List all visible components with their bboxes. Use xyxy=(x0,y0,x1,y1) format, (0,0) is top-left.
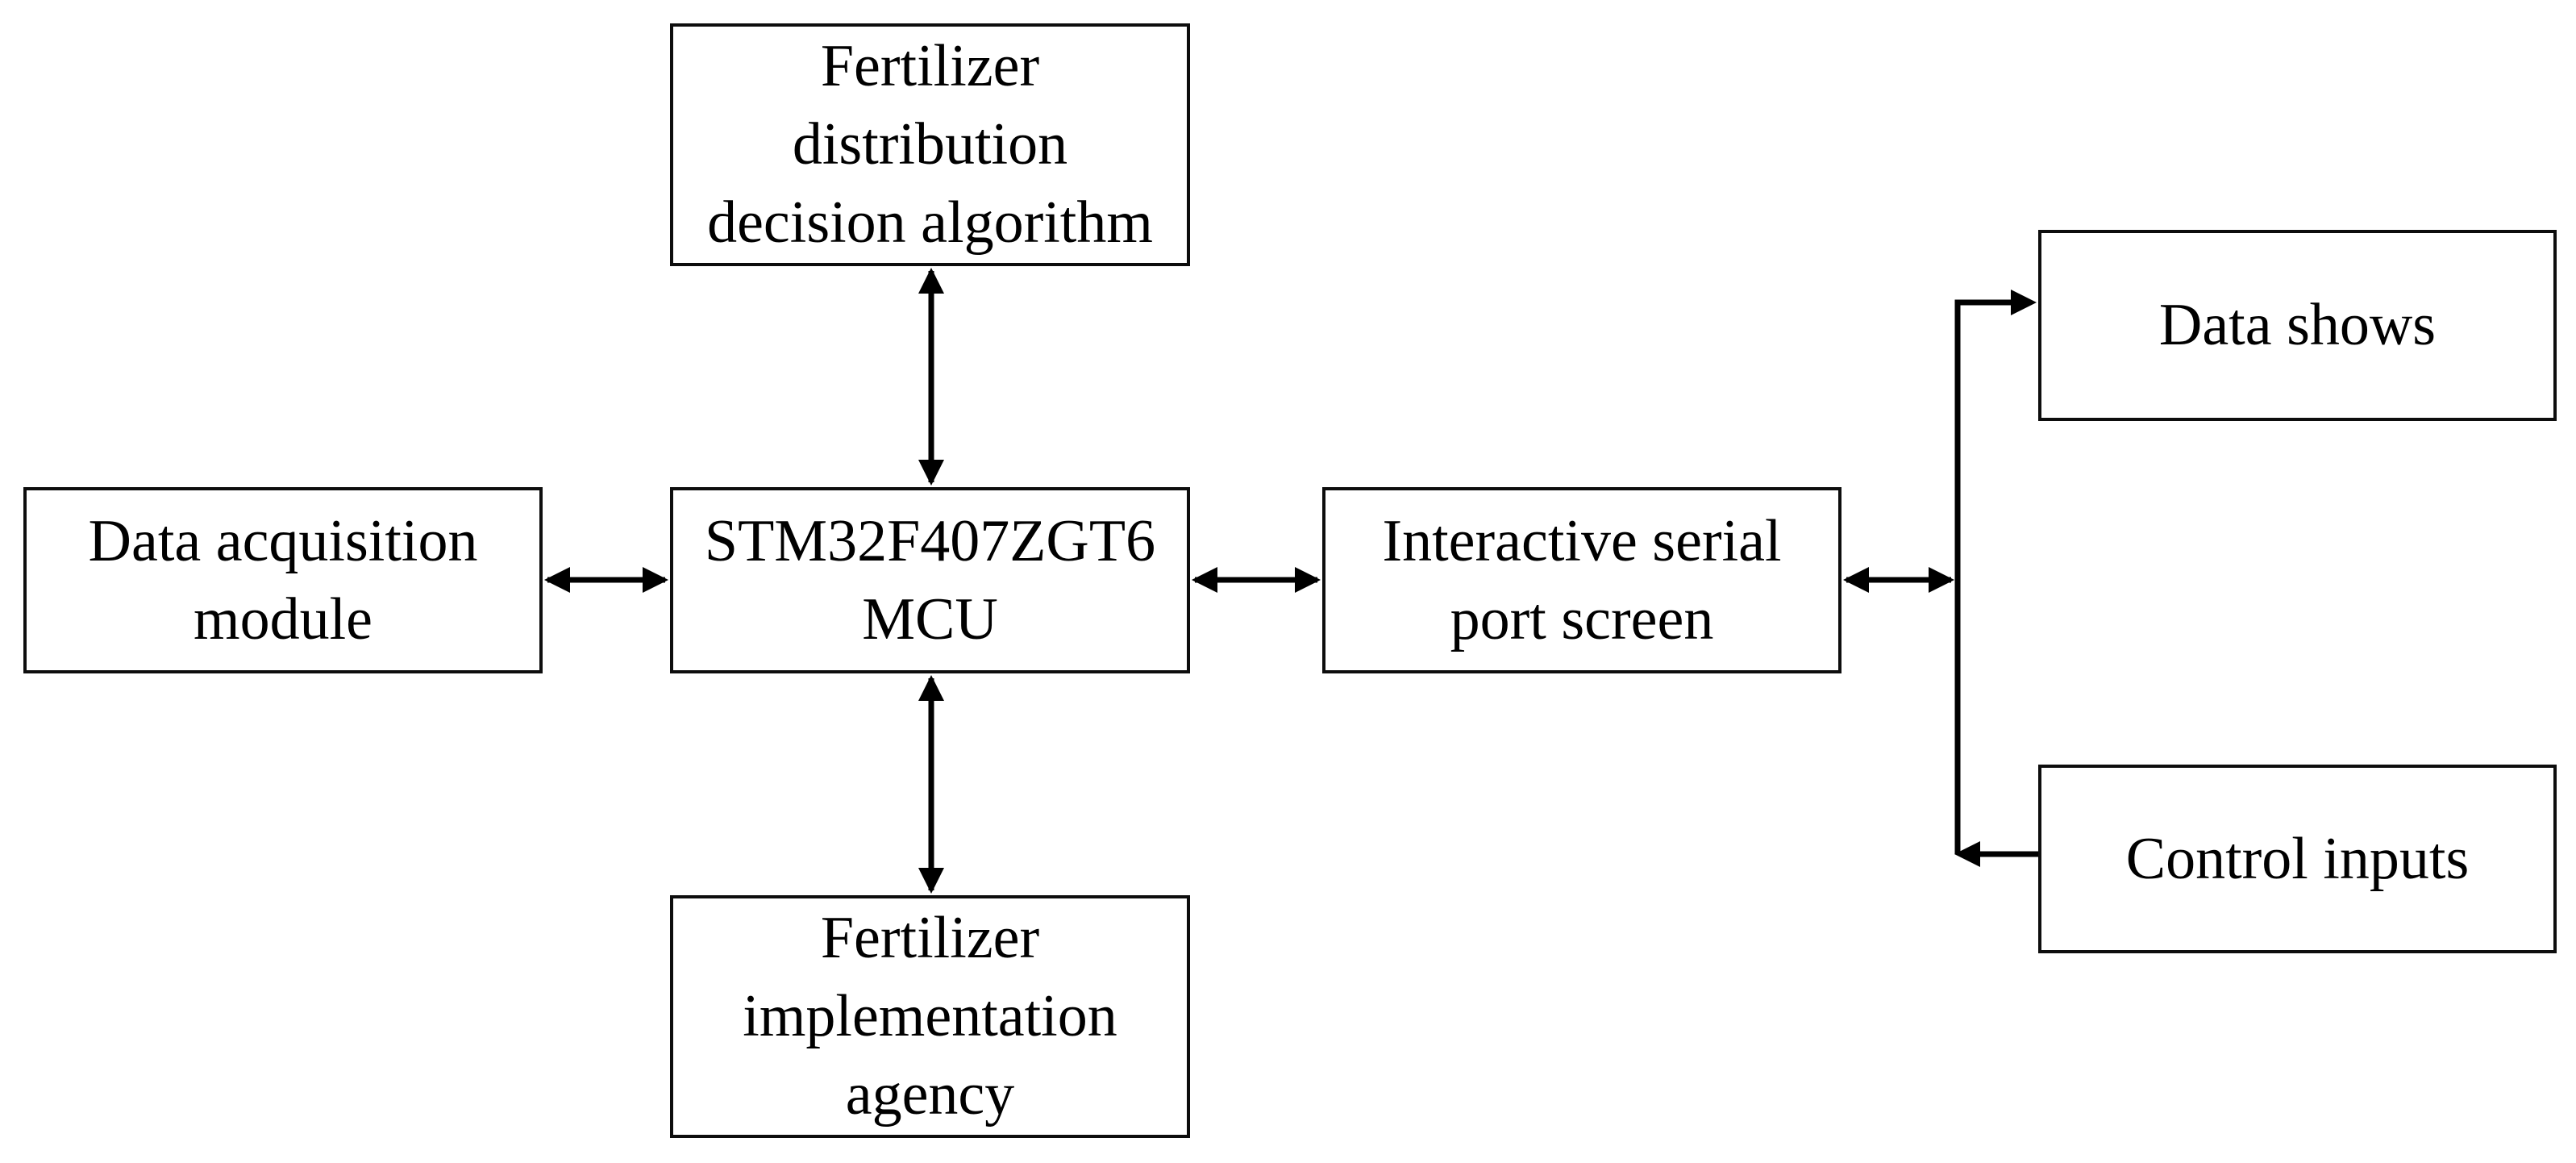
arrowhead-right xyxy=(2011,290,2037,315)
branch-trunk-to-data-shows xyxy=(1954,290,2037,854)
node-data-shows: Data shows xyxy=(2038,230,2557,421)
arrow-mcu-serial xyxy=(1192,567,1321,593)
node-label: Control inputs xyxy=(2125,825,2470,892)
arrow-mcu-agency xyxy=(918,675,944,894)
arrow-control-inputs-to-branch xyxy=(1954,841,2038,867)
node-label: Data shows xyxy=(2158,292,2437,358)
arrow-algorithm-mcu xyxy=(918,268,944,486)
arrowhead-down xyxy=(918,460,944,486)
node-label: Fertilizer implementation agency xyxy=(743,905,1117,1128)
node-fertilizer-distribution-algorithm: Fertilizer distribution decision algorit… xyxy=(670,23,1190,266)
arrowhead-right xyxy=(1929,567,1954,593)
node-label: STM32F407ZGT6 MCU xyxy=(704,507,1156,652)
node-label: Data acquisition module xyxy=(88,507,478,652)
node-data-acquisition-module: Data acquisition module xyxy=(23,487,543,673)
node-interactive-serial-port-screen: Interactive serial port screen xyxy=(1322,487,1841,673)
arrowhead-up xyxy=(918,268,944,294)
node-control-inputs: Control inputs xyxy=(2038,765,2557,953)
arrowhead-right xyxy=(643,567,668,593)
node-fertilizer-implementation-agency: Fertilizer implementation agency xyxy=(670,895,1190,1138)
arrowhead-down xyxy=(918,868,944,894)
arrowhead-left xyxy=(1192,567,1217,593)
node-stm32-mcu: STM32F407ZGT6 MCU xyxy=(670,487,1190,673)
node-label: Fertilizer distribution decision algorit… xyxy=(707,33,1153,256)
arrowhead-left xyxy=(1954,841,1980,867)
node-label: Interactive serial port screen xyxy=(1382,507,1782,652)
arrowhead-left xyxy=(544,567,570,593)
arrow-acquisition-mcu xyxy=(544,567,668,593)
arrowhead-up xyxy=(918,675,944,701)
arrow-serial-branch xyxy=(1843,567,1954,593)
arrowhead-right xyxy=(1295,567,1321,593)
arrowhead-left xyxy=(1843,567,1869,593)
branch-trunk-line xyxy=(1954,299,2011,854)
